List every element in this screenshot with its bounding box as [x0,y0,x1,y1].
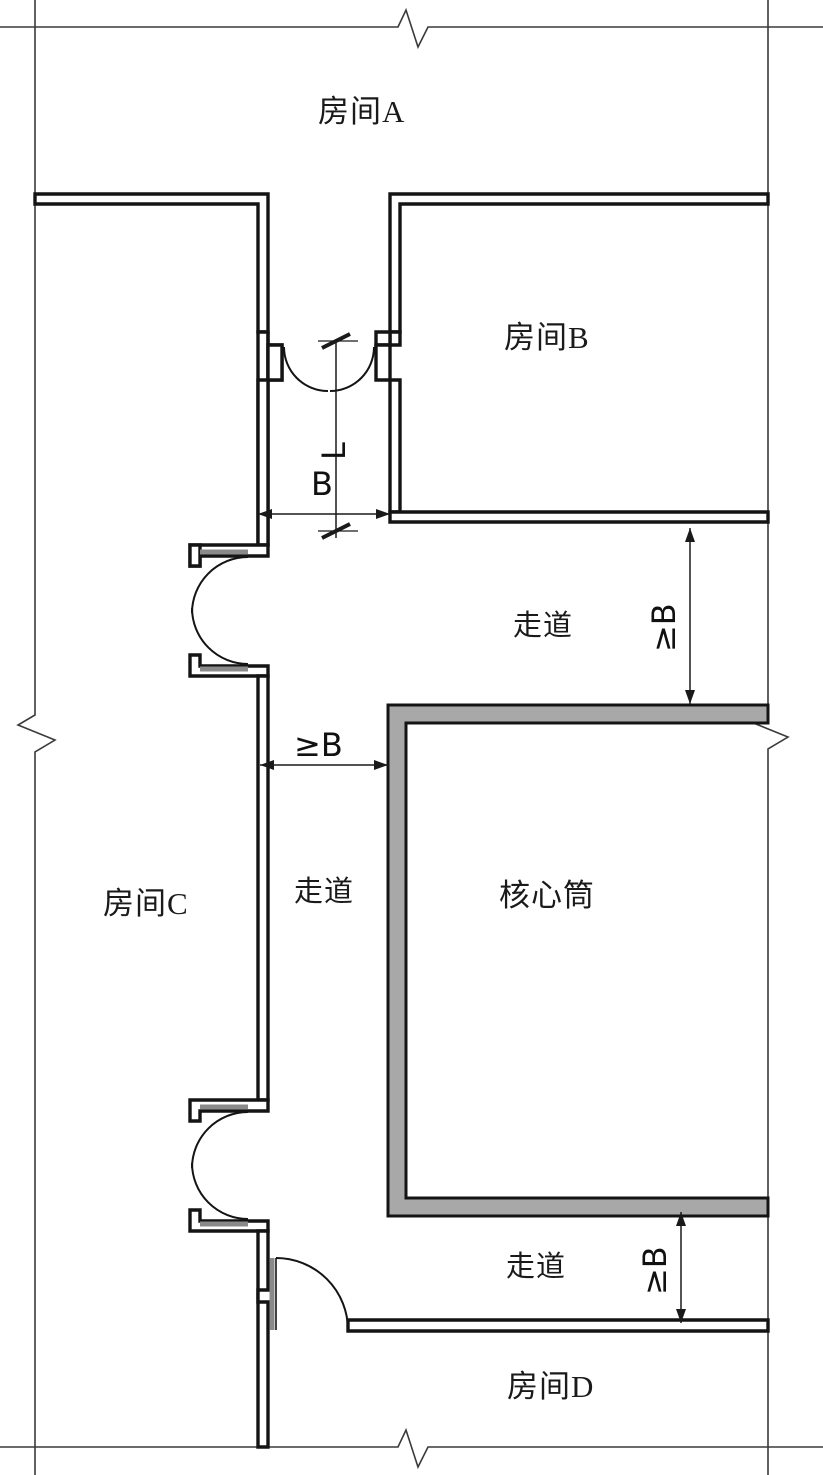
grid-line-bottom [0,1427,823,1470]
doorc2-leaf-top-arc [191,1111,249,1169]
dim-geB-left-arrow-left [260,760,274,770]
doorc1-leaf-bottom-arc [191,607,249,665]
walls [33,192,770,1449]
wall-roomc-alcove-lower [188,653,270,678]
dim-geB-bottom-arrow-bottom [676,1309,686,1323]
wall-roomc-east-c [256,1229,270,1449]
dim-geB-upper-arrow-bottom [685,690,695,704]
door-leaf-left-arc [283,346,329,392]
wall-jamb-right-stub [374,343,392,382]
dim-geB-left-arrow-right [374,760,388,770]
dim-B-arrow-left [258,509,272,519]
corridor-label-top-right: 走道 [513,610,574,642]
wall-roomc-east-a [256,378,270,547]
wall-roomc-alcove-upper-b [188,543,202,568]
door-swings [191,346,375,1331]
wall-roomc-east-b [256,674,270,1102]
dimension-label-ge-b-left: ≥B [294,726,343,764]
dimension-label-ge-b-upper-right: ≥B [645,603,683,652]
doorc1-leaf-top-arc [191,556,249,614]
room-label-d: 房间D [507,1369,595,1404]
room-label-c: 房间C [103,886,189,921]
grid-line-right [749,0,790,1475]
dim-B-arrow-right [376,509,390,519]
core-tube-walls [386,703,770,1218]
wall-roomb-west-lower [388,378,402,514]
dimension-label-b: B [311,465,333,503]
wall-top-left [33,192,270,334]
room-label-a: 房间A [318,94,406,129]
corridor-label-bottom: 走道 [506,1251,567,1283]
corridor-label-left: 走道 [294,876,355,908]
grid-line-left [16,0,57,1475]
core-tube-label: 核心筒 [499,878,595,913]
wall-roomd-north [346,1318,770,1333]
dimension-label-ge-b-bottom: ≥B [636,1246,674,1295]
wall-roomc-alcove-lower2 [188,1208,270,1233]
dimension-lines [258,332,695,1323]
doorc2-leaf-bottom-arc [191,1162,249,1220]
room-label-b: 房间B [504,320,590,355]
door-leaf-right-arc [329,346,375,392]
wall-roomb-south [388,510,770,524]
wall-alcove-left [266,343,284,382]
wall-top-right [388,192,770,334]
core-tube-wall-fill [386,703,770,1218]
dim-geB-upper-arrow-top [685,528,695,542]
dimension-label-l: L [315,442,353,460]
dim-geB-bottom-arrow-top [676,1212,686,1226]
wall-roomc-alcove-upper2 [188,1098,270,1123]
grid-line-top [0,7,823,50]
doord-arc [275,1257,349,1331]
wall-jamb-right-upper [374,330,392,347]
